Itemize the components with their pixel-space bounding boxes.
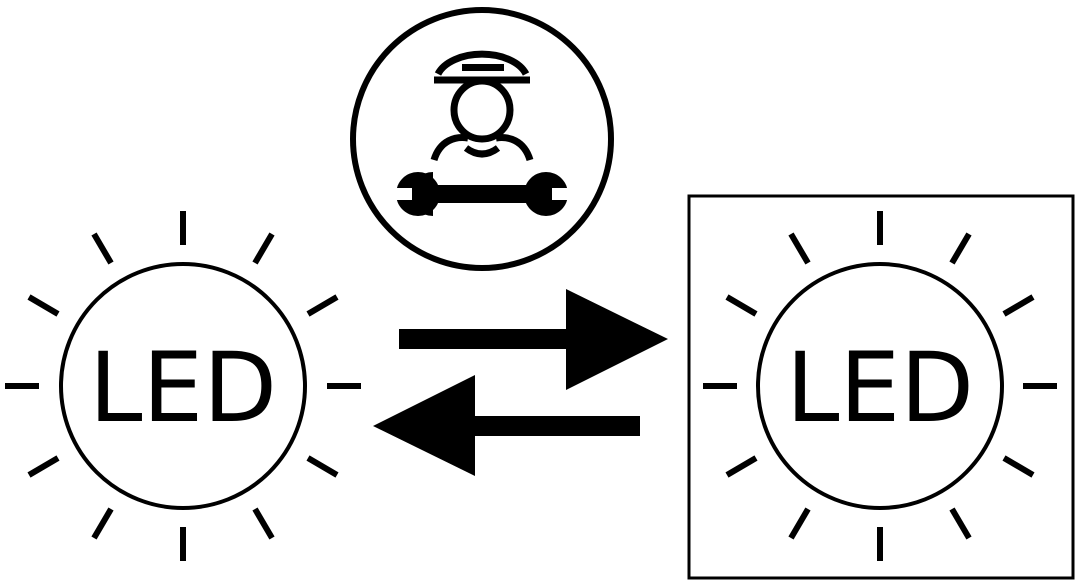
- wrench-icon: [394, 172, 570, 216]
- technician-with-wrench-icon: [350, 7, 614, 271]
- arrow-left-icon: [373, 375, 640, 476]
- right-lamp-circle: [756, 262, 1004, 510]
- right-lamp-rays: [703, 211, 1057, 561]
- arrow-right-icon: [399, 289, 668, 390]
- left-lamp-label: LED: [89, 332, 277, 444]
- right-led-lamp: LED: [687, 194, 1075, 580]
- right-lamp-label: LED: [786, 332, 974, 444]
- left-lamp-circle: [59, 262, 307, 510]
- left-led-lamp: LED: [5, 211, 361, 561]
- left-lamp-rays: [5, 211, 361, 561]
